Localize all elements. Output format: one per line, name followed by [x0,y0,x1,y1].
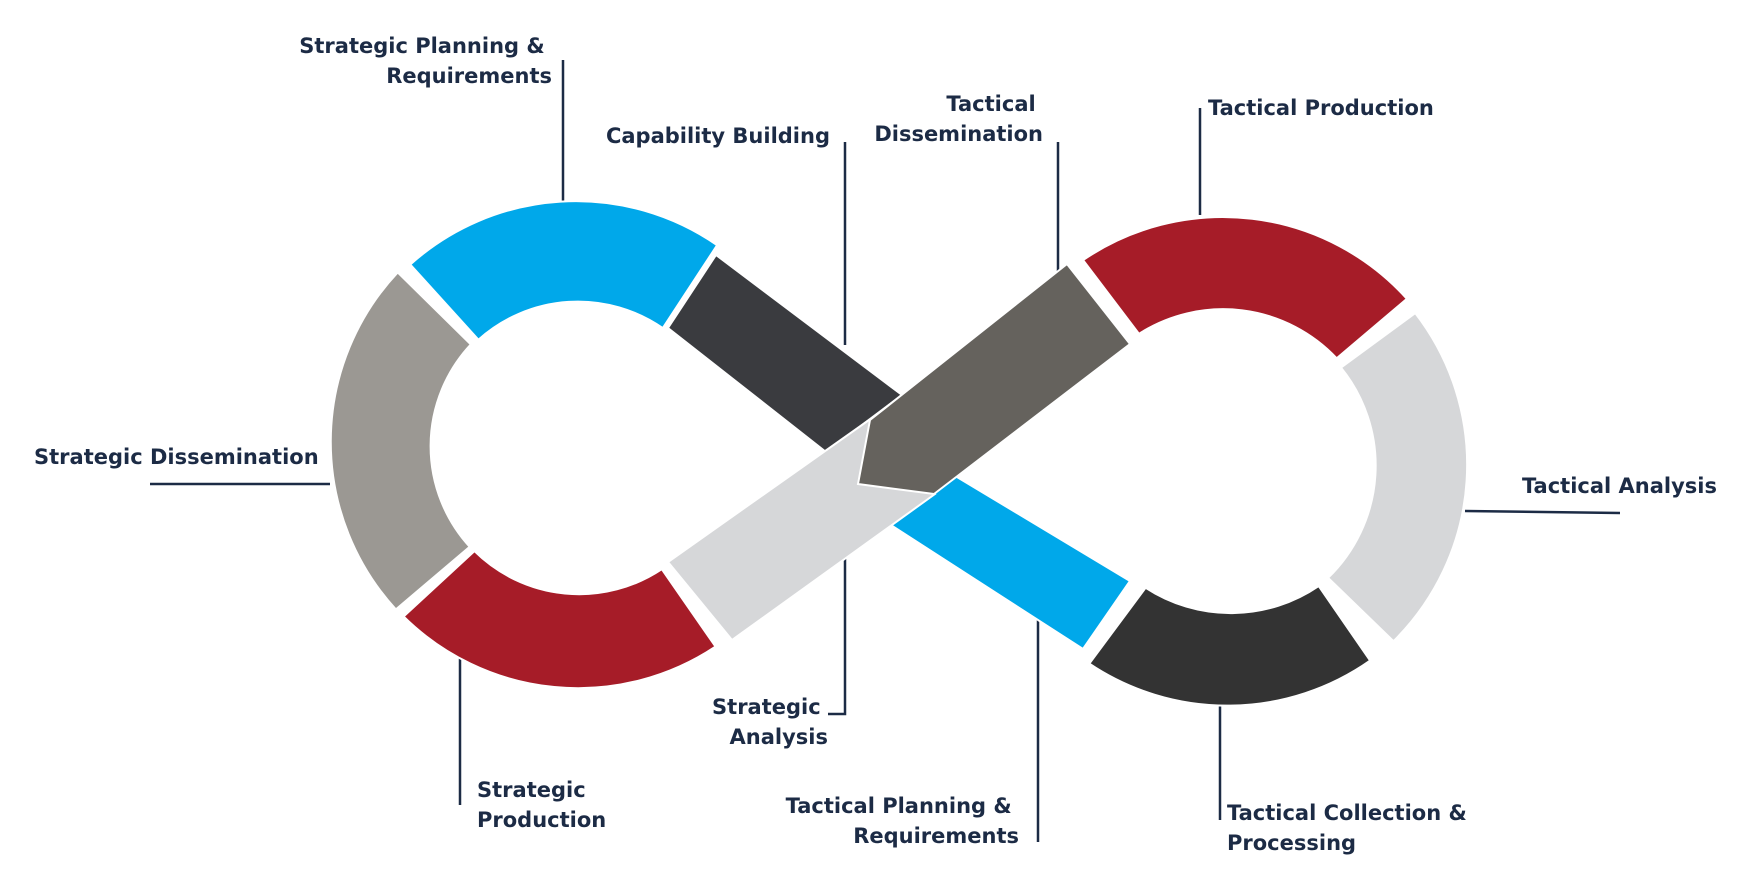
leader-tactical-analysis [1464,509,1621,515]
segment-tactical-collection [1087,584,1372,707]
left-loop [329,200,719,690]
crossing-bands [666,253,1132,651]
label-tactical-dissemination: Tactical Dissemination [874,92,1043,146]
segment-tactical-dissemination [856,262,1132,496]
leader-lines [150,60,1621,842]
label-tactical-collection-processing: Tactical Collection & Processing [1227,801,1474,855]
segment-tactical-production [1081,216,1409,360]
labels: Strategic Planning & Requirements Capabi… [34,34,1717,855]
label-tactical-planning-requirements: Tactical Planning & Requirements [786,794,1019,848]
label-tactical-analysis: Tactical Analysis [1522,474,1717,498]
label-strategic-planning-requirements: Strategic Planning & Requirements [299,34,552,88]
segment-tactical-analysis [1326,311,1469,643]
label-strategic-production: Strategic Production [477,778,606,832]
segment-strategic-planning [408,200,719,342]
right-loop [1081,216,1469,707]
leader-strategic-analysis [828,558,847,716]
label-tactical-production: Tactical Production [1208,96,1434,120]
segment-strategic-dissemination [329,270,473,611]
segment-strategic-production [402,549,717,690]
label-capability-building: Capability Building [606,124,830,148]
label-strategic-dissemination: Strategic Dissemination [34,445,319,469]
label-strategic-analysis: Strategic Analysis [712,695,828,749]
